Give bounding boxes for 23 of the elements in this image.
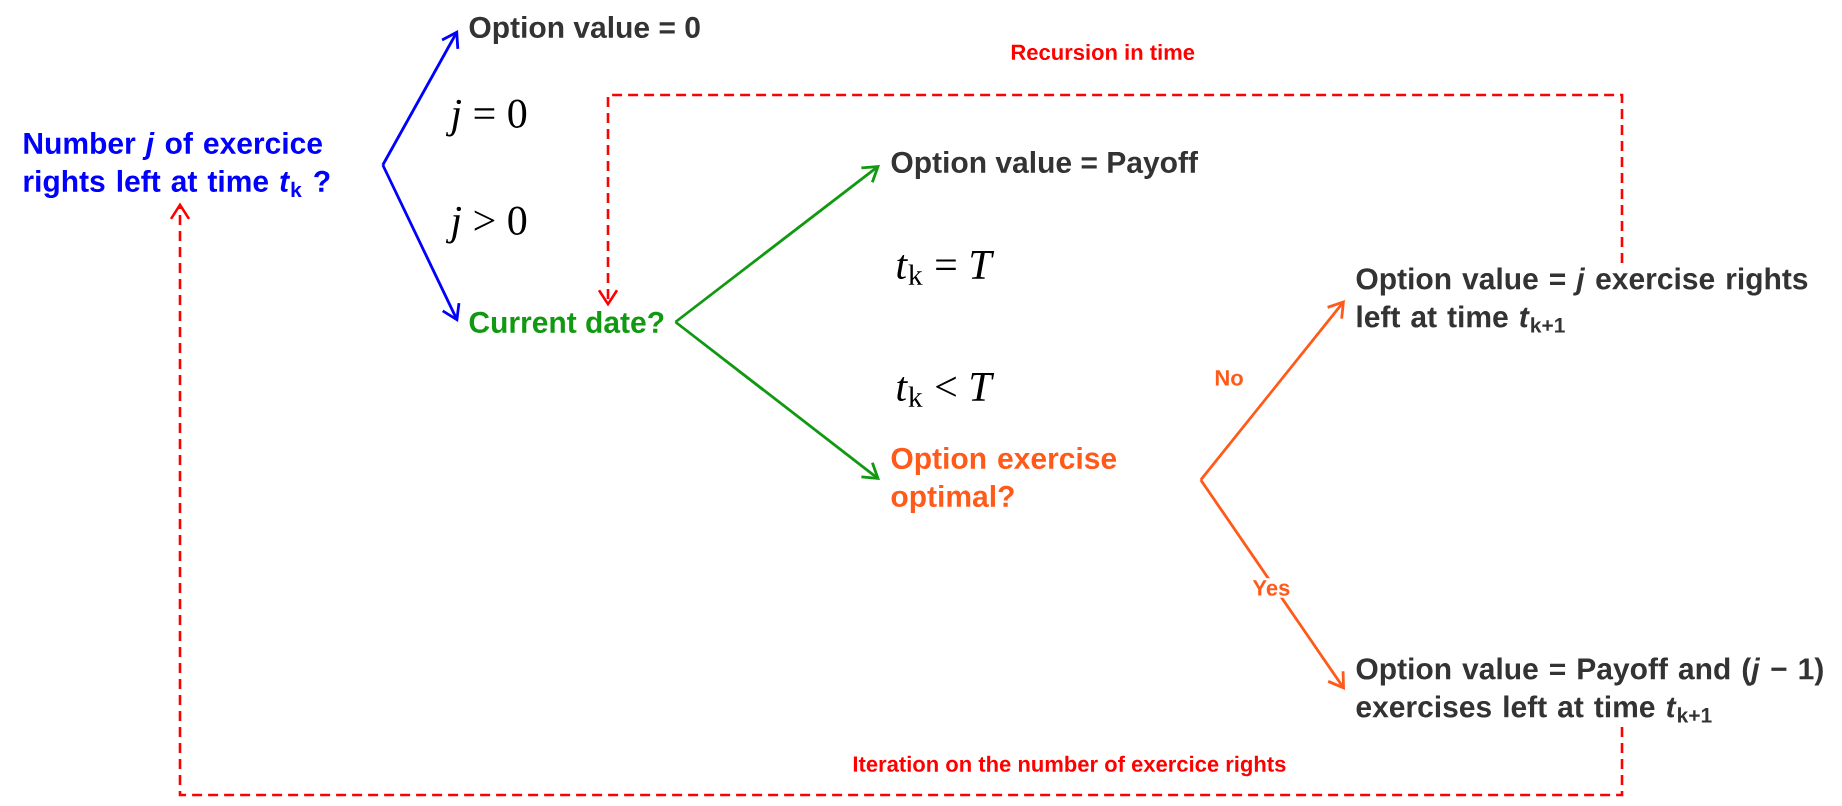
edge-label: j > 0 — [445, 204, 530, 246]
edge-label: t$_{k}$ = T — [893, 249, 997, 287]
dashed-arrow — [597, 93, 1624, 307]
arrow — [1199, 300, 1346, 481]
edge-label: Iteration on the number of exercice rights — [850, 753, 1289, 779]
arrow — [674, 165, 880, 324]
edge-label: Yes — [1250, 578, 1293, 598]
arrow — [381, 30, 460, 166]
option-value-text: Option value = 0 — [469, 16, 700, 44]
question-text: Option exercise optimal? — [891, 447, 1117, 513]
edge-label: t$_{k}$ < T — [893, 371, 997, 409]
question-text: Current date? — [469, 311, 664, 333]
edge-label: No — [1212, 368, 1246, 388]
dashed-arrow — [169, 202, 1624, 797]
option-value-text: Option value = j exercise rights left at time t$_{k+1}$ — [1356, 267, 1808, 333]
question-text: Number j of exercice rights left at time t$_{k}$ ? — [24, 131, 330, 199]
option-value-text: Option value = Payoff and (j − 1) exercises left at time t$_{k+1}$ — [1356, 657, 1823, 723]
option-value-text: Option value = Payoff — [891, 151, 1198, 179]
arrow — [381, 164, 461, 322]
edge-label: j = 0 — [445, 97, 530, 139]
arrow — [1199, 479, 1345, 690]
edge-label: Recursion in time — [1008, 41, 1197, 63]
arrow — [674, 320, 880, 480]
